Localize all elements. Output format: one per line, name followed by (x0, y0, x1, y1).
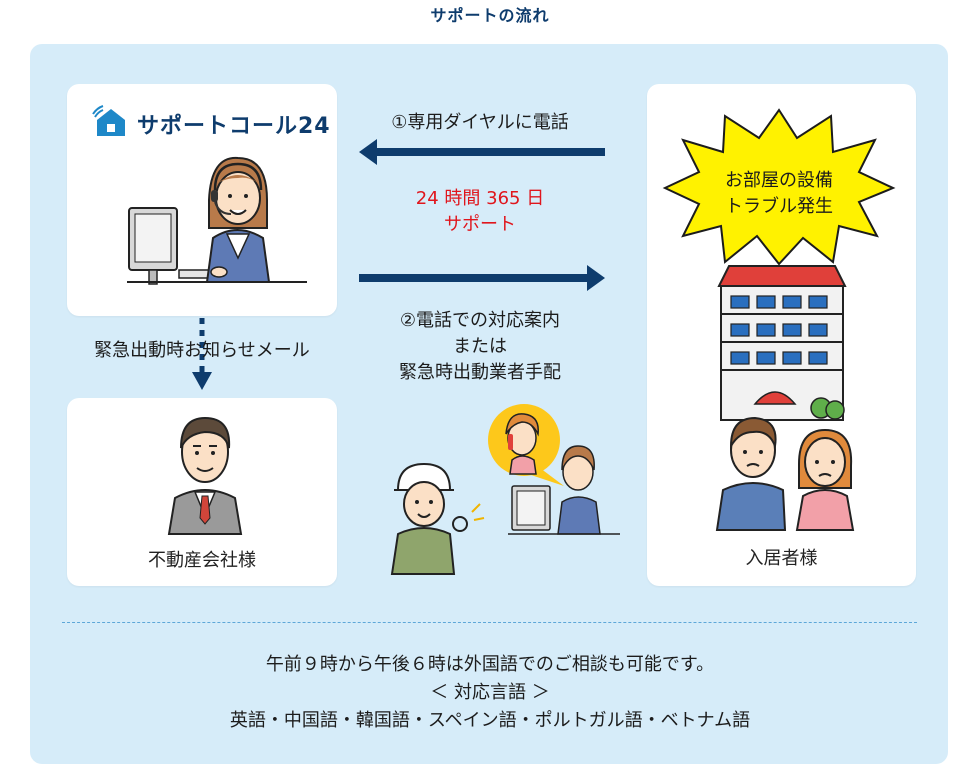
footer-line-1: 午前９時から午後６時は外国語でのご相談も可能です。 (0, 650, 980, 676)
worried-residents-illustration (713, 410, 863, 530)
support-hours-label: 24 時間 365 日 サポート (348, 186, 612, 238)
support-hours-line-1: 24 時間 365 日 (348, 186, 612, 212)
operator-illustration (127, 154, 307, 294)
support-hours-line-2: サポート (348, 212, 612, 238)
burst-line-1: お部屋の設備 (663, 168, 895, 194)
response-arrow-label: ②電話での対応案内 または 緊急時出動業者手配 (348, 308, 612, 386)
footer-line-3: 英語・中国語・韓国語・スペイン語・ポルトガル語・ベトナム語 (0, 706, 980, 732)
diagram-title: サポートの流れ (0, 2, 980, 26)
footer-line-2: ＜ 対応言語 ＞ (0, 678, 980, 704)
burst-text: お部屋の設備 トラブル発生 (663, 168, 895, 220)
response-line-2: または (348, 334, 612, 360)
apartment-building-illustration (709, 264, 859, 424)
response-line-1: ②電話での対応案内 (348, 308, 612, 334)
call-arrow (359, 139, 605, 165)
dashed-divider (62, 622, 917, 623)
support-call-card: サポートコール24 (67, 84, 337, 316)
resident-card: お部屋の設備 トラブル発生 入居者様 (647, 84, 916, 586)
response-arrow (359, 265, 605, 291)
agency-label: 不動産会社様 (67, 546, 337, 572)
businessman-illustration (165, 412, 245, 534)
dispatch-illustration (388, 404, 638, 574)
mail-arrow-label: 緊急出動時お知らせメール (60, 338, 344, 364)
burst-line-2: トラブル発生 (663, 194, 895, 220)
call-arrow-label: ①専用ダイヤルに電話 (348, 110, 612, 136)
logo-text: サポートコール24 (137, 108, 331, 140)
resident-label: 入居者様 (647, 544, 916, 570)
agency-card: 不動産会社様 (67, 398, 337, 586)
house-wifi-icon (93, 106, 129, 138)
response-line-3: 緊急時出動業者手配 (348, 360, 612, 386)
